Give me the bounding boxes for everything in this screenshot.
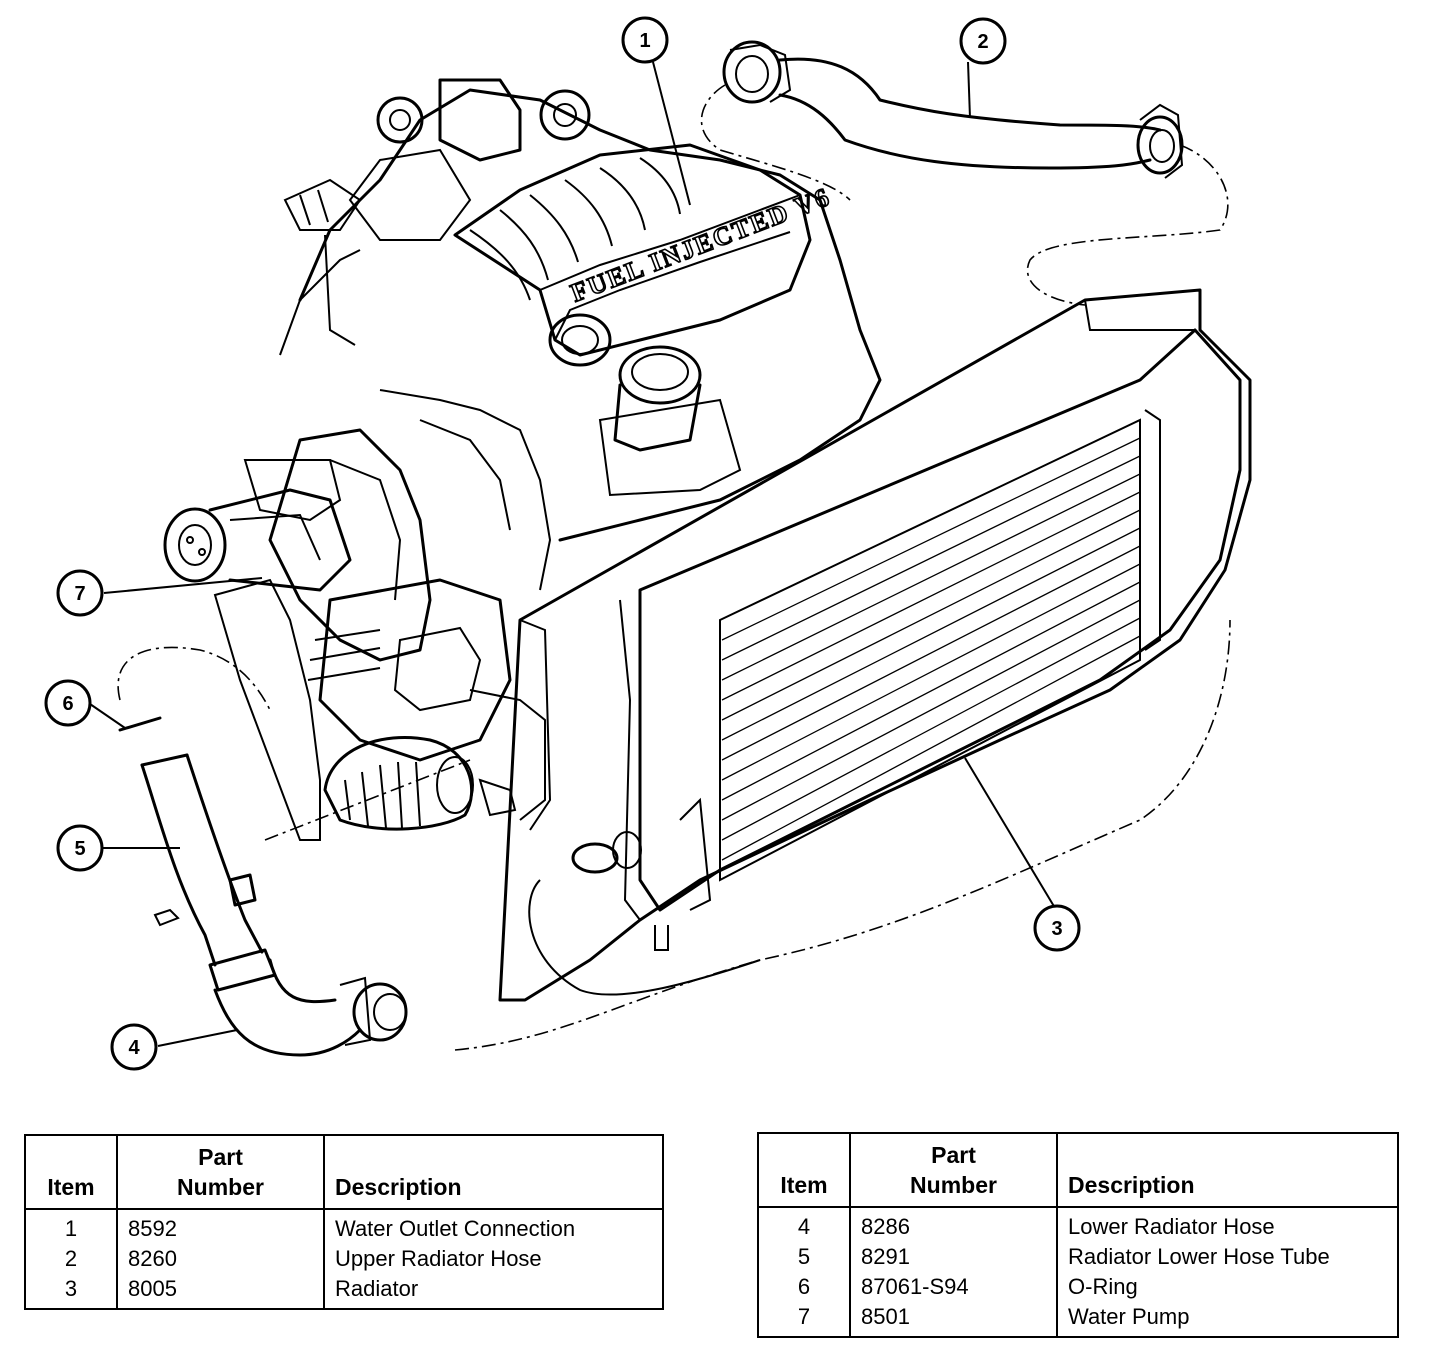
cooling-system-diagram: FUEL INJECTED V6 [44, 16, 1252, 1071]
callout-1: 1 [621, 16, 669, 64]
engine-illustration: FUEL INJECTED V6 [163, 78, 882, 841]
part-number: 8286 [850, 1207, 1058, 1242]
table-row: 7 8501 Water Pump [758, 1302, 1398, 1337]
table-row: 1 8592 Water Outlet Connection [25, 1209, 663, 1244]
part-number: 87061-S94 [850, 1272, 1058, 1302]
part-description: Radiator [335, 1276, 419, 1301]
radiator-core-fins [721, 437, 1141, 861]
table-row: 3 8005 Radiator [25, 1274, 663, 1309]
water-pump-pulley [163, 488, 352, 592]
item-number: 5 [758, 1242, 851, 1272]
callout-4: 4 [110, 1023, 158, 1071]
part-description: Radiator Lower Hose Tube [1068, 1244, 1330, 1269]
callout-2: 2 [959, 17, 1007, 65]
svg-text:6: 6 [62, 693, 73, 715]
item-number: 2 [25, 1244, 118, 1274]
part-number: 8291 [850, 1242, 1058, 1272]
svg-text:5: 5 [74, 838, 85, 860]
table-row: 2 8260 Upper Radiator Hose [25, 1244, 663, 1274]
callout-5: 5 [56, 824, 104, 872]
part-description: Lower Radiator Hose [1068, 1214, 1275, 1239]
part-number: 8501 [850, 1302, 1058, 1337]
oil-filter [323, 735, 474, 831]
upper-radiator-hose [700, 40, 1229, 306]
item-number: 3 [25, 1274, 118, 1309]
svg-text:4: 4 [128, 1037, 140, 1059]
header-item: Item [758, 1133, 851, 1208]
radiator-illustration [498, 288, 1252, 1002]
header-description: Description [1057, 1133, 1398, 1208]
o-ring-part [118, 716, 162, 732]
svg-text:7: 7 [74, 583, 85, 605]
part-description: Upper Radiator Hose [335, 1246, 542, 1271]
part-number: 8005 [117, 1274, 325, 1309]
item-number: 7 [758, 1302, 851, 1337]
table-row: 6 87061-S94 O-Ring [758, 1272, 1398, 1302]
item-number: 6 [758, 1272, 851, 1302]
leader-lines [89, 61, 1056, 1047]
table-row: 4 8286 Lower Radiator Hose [758, 1207, 1398, 1242]
table-row: 5 8291 Radiator Lower Hose Tube [758, 1242, 1398, 1272]
part-description: Water Pump [1068, 1304, 1190, 1329]
part-description: Water Outlet Connection [335, 1216, 576, 1241]
header-description: Description [324, 1135, 663, 1210]
part-number: 8592 [117, 1209, 325, 1244]
lower-radiator-hose [208, 619, 1231, 1057]
callout-7: 7 [56, 569, 104, 617]
svg-text:3: 3 [1051, 918, 1062, 940]
callout-6: 6 [44, 679, 92, 727]
item-number: 1 [25, 1209, 118, 1244]
engine-lettering: FUEL INJECTED V6 [567, 182, 835, 308]
item-number: 4 [758, 1207, 851, 1242]
header-item: Item [25, 1135, 118, 1210]
part-number: 8260 [117, 1244, 325, 1274]
svg-text:2: 2 [977, 31, 988, 53]
radiator-lower-hose-tube [140, 753, 471, 967]
part-description: O-Ring [1068, 1274, 1138, 1299]
svg-text:1: 1 [639, 30, 650, 52]
callout-3: 3 [1033, 904, 1081, 952]
